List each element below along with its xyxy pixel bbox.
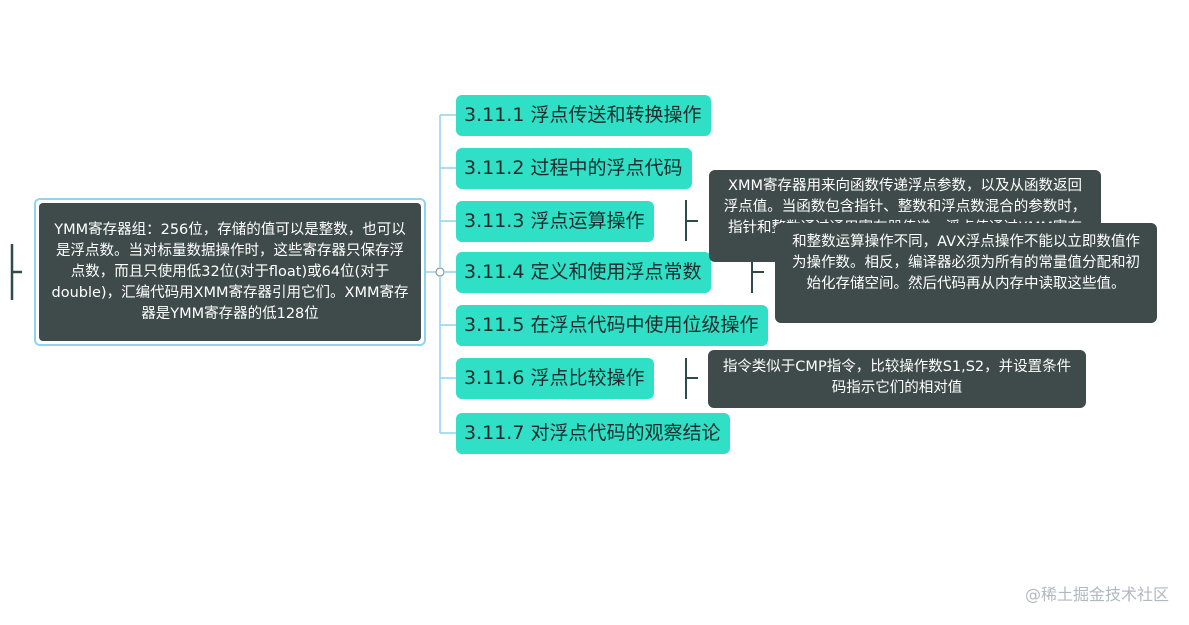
topic-3-11-7[interactable]: 3.11.7 对浮点代码的观察结论 xyxy=(456,413,731,454)
watermark: @稀土掘金技术社区 xyxy=(1024,585,1169,604)
topic-3-11-1[interactable]: 3.11.1 浮点传送和转换操作 xyxy=(456,95,712,136)
root-collapse-toggle[interactable] xyxy=(435,267,445,277)
topic-3-11-5[interactable]: 3.11.5 在浮点代码中使用位级操作 xyxy=(456,305,769,346)
topic-3-11-6[interactable]: 3.11.6 浮点比较操作 xyxy=(456,358,655,399)
topic-3-11-3[interactable]: 3.11.3 浮点运算操作 xyxy=(456,201,655,242)
root-node-text: YMM寄存器组：256位，存储的值可以是整数，也可以是浮点数。当对标量数据操作时… xyxy=(39,203,421,341)
note-compare[interactable]: 指令类似于CMP指令，比较操作数S1,S2，并设置条件码指示它们的相对值 xyxy=(708,350,1086,408)
topic-3-11-4[interactable]: 3.11.4 定义和使用浮点常数 xyxy=(456,252,712,293)
note-float-constants[interactable]: 和整数运算操作不同，AVX浮点操作不能以立即数值作为操作数。相反，编译器必须为所… xyxy=(775,223,1157,323)
root-node[interactable]: YMM寄存器组：256位，存储的值可以是整数，也可以是浮点数。当对标量数据操作时… xyxy=(34,198,426,346)
topic-3-11-2[interactable]: 3.11.2 过程中的浮点代码 xyxy=(456,148,693,189)
